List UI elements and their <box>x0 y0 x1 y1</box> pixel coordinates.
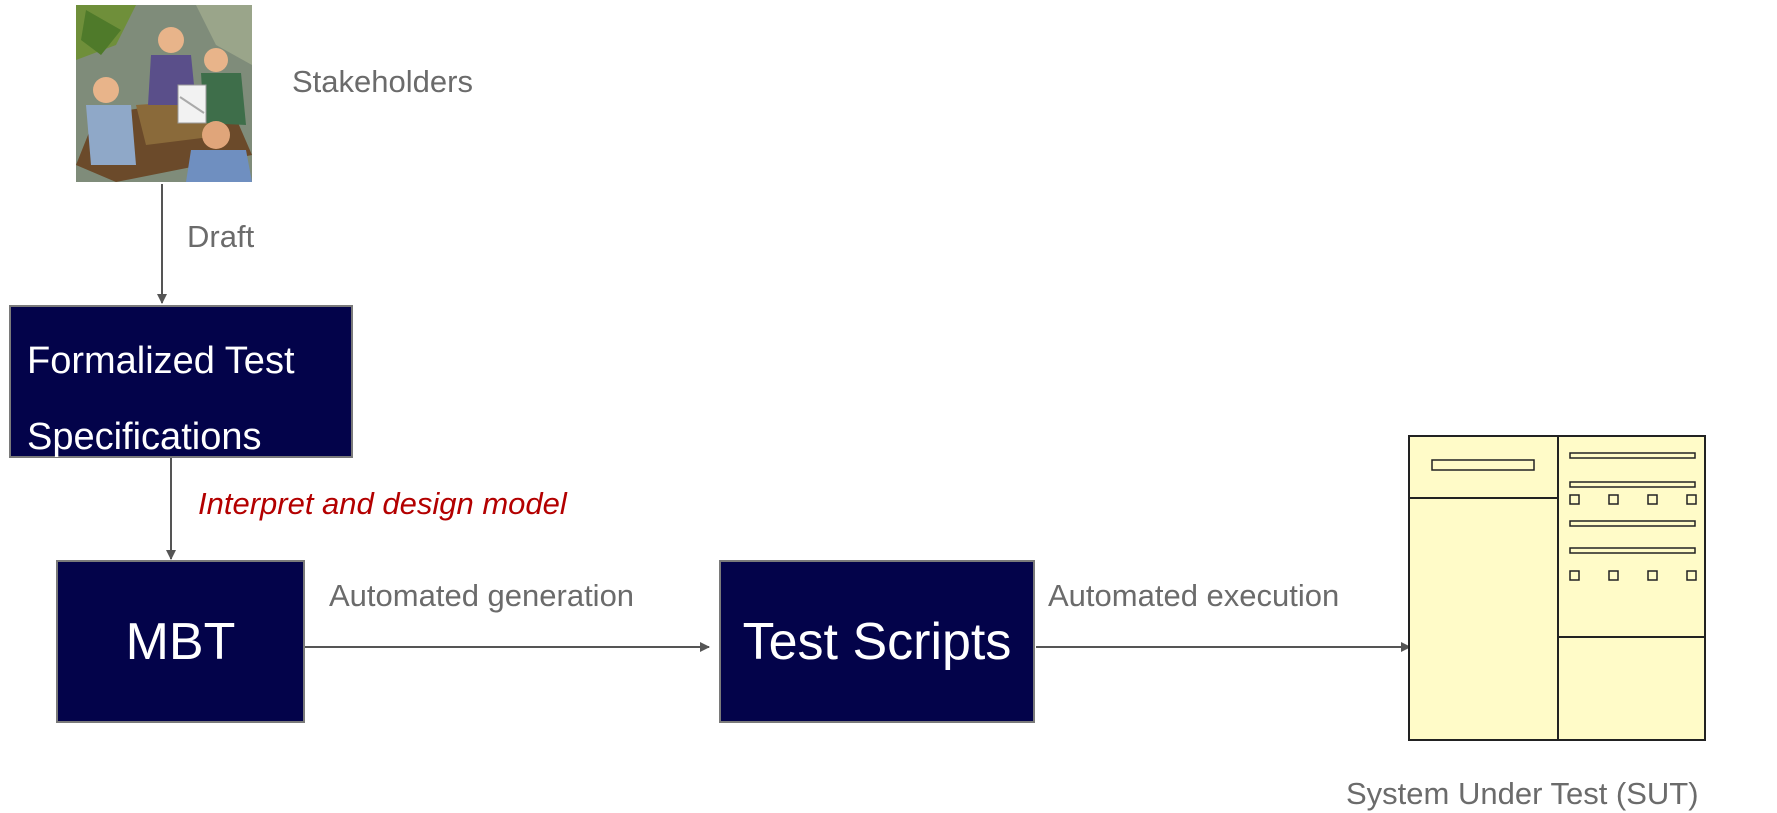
execution-label: Automated execution <box>1048 578 1340 613</box>
stakeholders-image <box>76 5 252 182</box>
interpret-label: Interpret and design model <box>198 486 567 521</box>
test-scripts-label: Test Scripts <box>742 612 1012 671</box>
stakeholders-label: Stakeholders <box>292 64 473 99</box>
test-scripts-box: Test Scripts <box>719 560 1035 723</box>
mbt-label: MBT <box>125 612 236 671</box>
sut-window <box>1408 435 1706 741</box>
formalized-test-specifications-box: Formalized Test Specifications <box>9 305 353 458</box>
specs-line-2: Specifications <box>27 416 262 458</box>
draft-label: Draft <box>187 219 255 254</box>
specs-line-1: Formalized Test <box>27 340 295 382</box>
generation-label: Automated generation <box>329 578 635 613</box>
mbt-box: MBT <box>56 560 305 723</box>
sut-label: System Under Test (SUT) <box>1346 776 1699 811</box>
